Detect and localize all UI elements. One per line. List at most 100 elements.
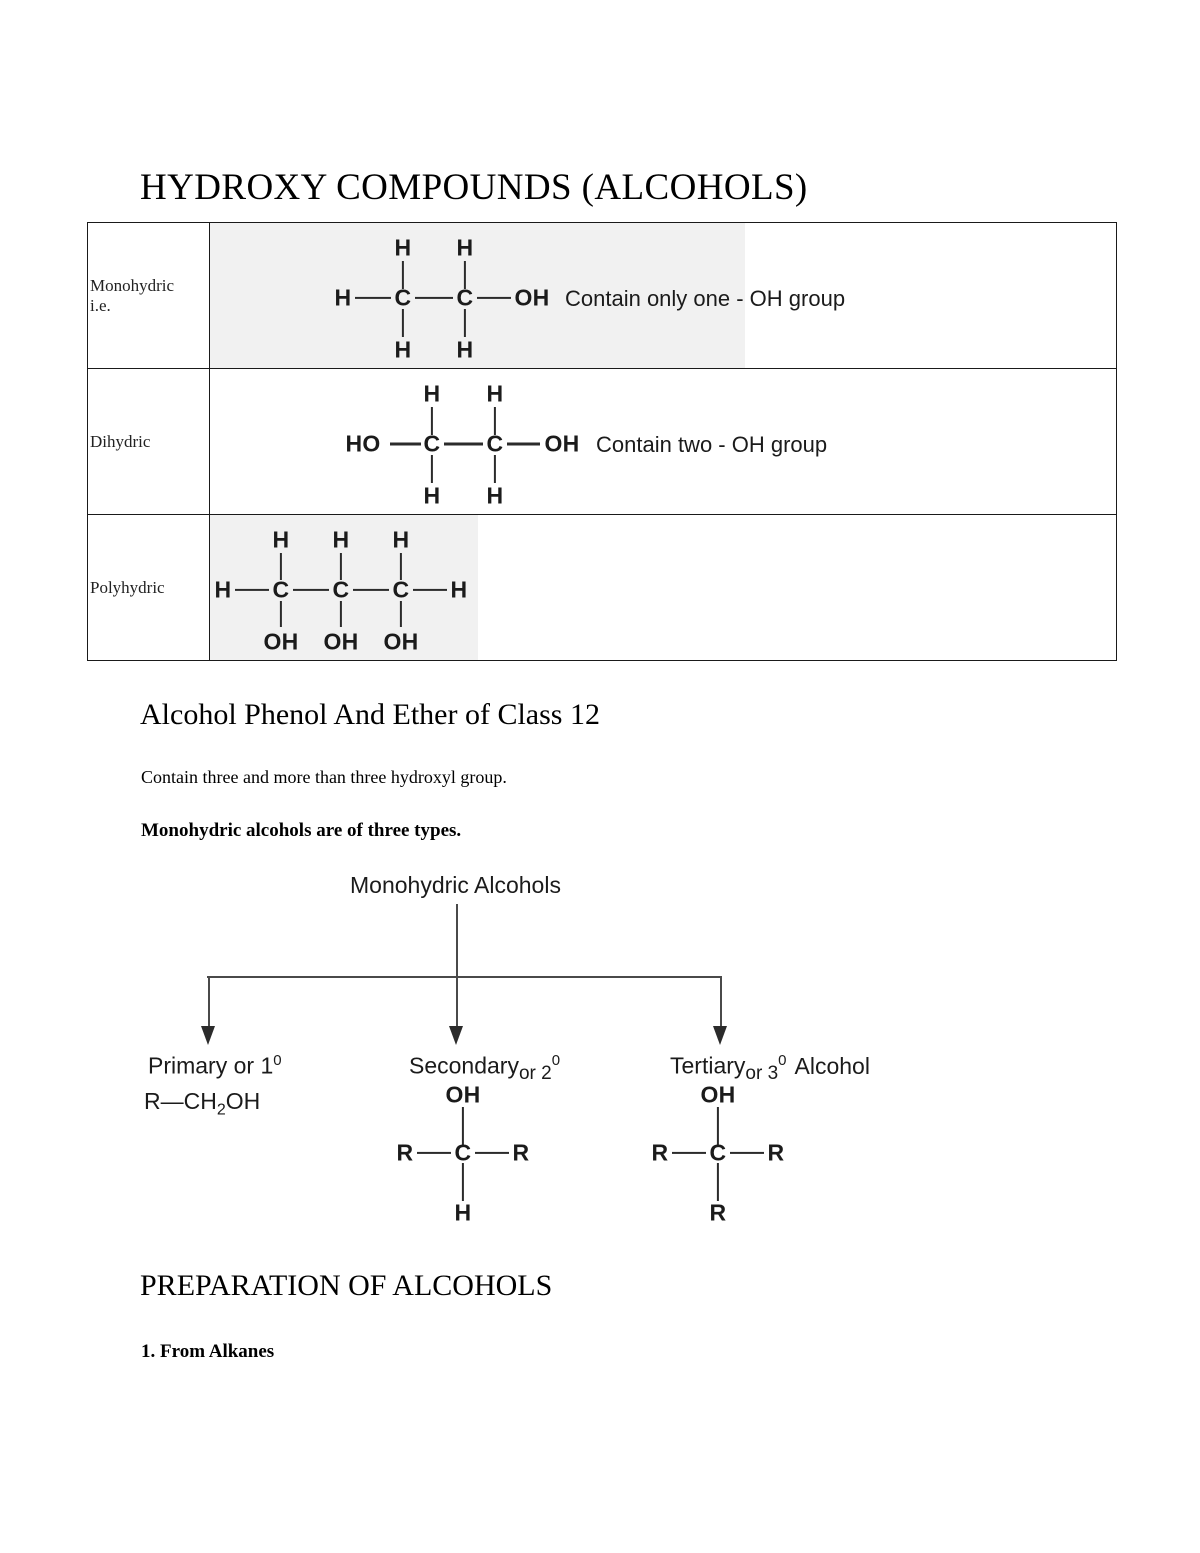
flowchart-root-label: Monohydric Alcohols bbox=[350, 872, 561, 898]
bond-vertical-top bbox=[716, 1107, 720, 1145]
figure-shade-background bbox=[210, 223, 745, 368]
atom-h-bottom: H bbox=[454, 1199, 472, 1226]
formula-oh: OH bbox=[225, 1088, 261, 1114]
branch-label-secondary-or: or 2 bbox=[518, 1062, 552, 1084]
bond-horizontal-2 bbox=[444, 442, 483, 446]
atom-r-bottom: R bbox=[709, 1199, 727, 1226]
flow-root-stem bbox=[456, 904, 458, 977]
bond-vertical-top-2 bbox=[339, 553, 343, 580]
branch-label-secondary-text: Secondary bbox=[409, 1052, 519, 1079]
bond-horizontal-2 bbox=[415, 296, 453, 300]
branch-label-primary: Primary or 10 bbox=[148, 1052, 282, 1080]
flow-branch-line-secondary bbox=[456, 976, 458, 1029]
atom-h-top-2: H bbox=[456, 234, 474, 261]
atom-h-top-2: H bbox=[332, 526, 350, 553]
preparation-item-1: 1. From Alkanes bbox=[141, 1341, 275, 1362]
bond-vertical-bottom-1 bbox=[401, 309, 405, 337]
bond-horizontal-4 bbox=[413, 588, 447, 592]
flow-horizontal-bar bbox=[207, 976, 721, 978]
section-subheading: Monohydric alcohols are of three types. bbox=[141, 820, 462, 841]
branch-degree-secondary: 0 bbox=[551, 1052, 561, 1069]
bond-horizontal-3 bbox=[353, 588, 389, 592]
preparation-heading: PREPARATION OF ALCOHOLS bbox=[140, 1269, 553, 1302]
atom-r-left: R bbox=[651, 1139, 669, 1166]
alcohol-classification-table: Monohydric i.e. H H H C C OH bbox=[87, 222, 1117, 661]
atom-oh-bottom-3: OH bbox=[383, 628, 419, 655]
atom-h-left: H bbox=[334, 284, 352, 311]
bond-vertical-top-1 bbox=[430, 407, 434, 435]
row-label-line1: Monohydric bbox=[90, 275, 175, 295]
bond-horizontal-1 bbox=[235, 588, 269, 592]
bond-vertical-bottom bbox=[461, 1163, 465, 1201]
branch-formula-primary: R—CH2OH bbox=[144, 1088, 260, 1120]
row-figure-cell-polyhydric: H H H H C C C H bbox=[209, 514, 1117, 661]
atom-oh-top: OH bbox=[700, 1081, 736, 1108]
bond-horizontal-3 bbox=[477, 296, 511, 300]
atom-ho-left: HO bbox=[345, 430, 381, 457]
branch-degree-tertiary: 0 bbox=[778, 1052, 787, 1069]
arrow-down-icon-primary bbox=[201, 1026, 215, 1045]
atom-h-top-1: H bbox=[394, 234, 412, 261]
atom-r-right: R bbox=[767, 1139, 785, 1166]
bond-horizontal-2 bbox=[293, 588, 329, 592]
table-row: Dihydric H H HO C C OH H bbox=[87, 368, 1117, 515]
figure-caption-dihydric: Contain two - OH group bbox=[596, 432, 828, 457]
atom-c-1: C bbox=[394, 284, 412, 311]
atom-oh-top: OH bbox=[445, 1081, 481, 1108]
row-figure-cell-monohydric: H H H C C OH H H bbox=[209, 222, 1117, 369]
bond-vertical-bottom bbox=[716, 1163, 720, 1201]
atom-c-1: C bbox=[272, 576, 290, 603]
formula-dash: — bbox=[160, 1088, 184, 1114]
branch-label-secondary: Secondaryor 20 bbox=[409, 1052, 561, 1084]
row-label-line2: i.e. bbox=[90, 295, 111, 315]
atom-c-2: C bbox=[456, 284, 474, 311]
branch-label-tertiary-or: or 3 bbox=[745, 1062, 779, 1084]
atom-h-top-1: H bbox=[423, 380, 441, 407]
bond-horizontal-1 bbox=[355, 296, 391, 300]
bond-vertical-top-1 bbox=[401, 261, 405, 289]
row-figure-cell-dihydric: H H HO C C OH H H Contain two - OH group bbox=[209, 368, 1117, 515]
atom-h-top-3: H bbox=[392, 526, 410, 553]
bond-horizontal-3 bbox=[507, 442, 540, 446]
structure-figure-ethylene-glycol: H H HO C C OH H H Contain two - OH group bbox=[210, 369, 1116, 514]
branch-label-primary-text: Primary or 1 bbox=[148, 1052, 274, 1079]
row-label-dihydric: Dihydric bbox=[90, 431, 151, 451]
monohydric-alcohols-flowchart: Monohydric Alcohols Primary or 10 R—CH2O… bbox=[0, 860, 1200, 1260]
atom-c-2: C bbox=[332, 576, 350, 603]
section-heading: Alcohol Phenol And Ether of Class 12 bbox=[140, 698, 600, 731]
formula-ch: CH bbox=[183, 1088, 217, 1114]
structure-figure-ethanol: H H H C C OH H H bbox=[210, 223, 1116, 368]
arrow-down-icon-tertiary bbox=[713, 1026, 727, 1045]
flow-branch-line-primary bbox=[208, 976, 210, 1029]
atom-r-right: R bbox=[512, 1139, 530, 1166]
bond-vertical-top-2 bbox=[493, 407, 497, 435]
atom-oh-right: OH bbox=[544, 430, 580, 457]
flow-branch-line-tertiary bbox=[720, 976, 722, 1029]
bond-vertical-bottom-2 bbox=[493, 455, 497, 483]
row-label-cell-monohydric: Monohydric i.e. bbox=[87, 222, 210, 369]
bond-vertical-bottom-1 bbox=[430, 455, 434, 483]
bond-vertical-top bbox=[461, 1107, 465, 1145]
atom-h-bottom-1: H bbox=[423, 482, 441, 509]
page-title: HYDROXY COMPOUNDS (ALCOHOLS) bbox=[140, 167, 808, 208]
atom-oh-bottom-1: OH bbox=[263, 628, 299, 655]
atom-h-right: H bbox=[450, 576, 468, 603]
table-row: Polyhydric H H H H C C C H bbox=[87, 514, 1117, 661]
arrow-down-icon-secondary bbox=[449, 1026, 463, 1045]
row-label-polyhydric: Polyhydric bbox=[90, 577, 165, 597]
atom-oh-bottom-2: OH bbox=[323, 628, 359, 655]
bond-vertical-bottom-3 bbox=[399, 601, 403, 627]
figure-caption-monohydric: Contain only one - OH group bbox=[565, 286, 846, 311]
section-paragraph: Contain three and more than three hydrox… bbox=[141, 767, 507, 787]
bond-horizontal-1 bbox=[390, 442, 421, 446]
atom-c-3: C bbox=[392, 576, 410, 603]
atom-r-left: R bbox=[396, 1139, 414, 1166]
bond-horizontal-left bbox=[417, 1151, 451, 1155]
formula-subscript-2: 2 bbox=[216, 1101, 226, 1119]
branch-label-tertiary-text: Tertiary bbox=[670, 1052, 746, 1079]
atom-h-bottom-2: H bbox=[486, 482, 504, 509]
bond-vertical-bottom-1 bbox=[279, 601, 283, 627]
atom-h-top-1: H bbox=[272, 526, 290, 553]
row-label-cell-dihydric: Dihydric bbox=[87, 368, 210, 515]
